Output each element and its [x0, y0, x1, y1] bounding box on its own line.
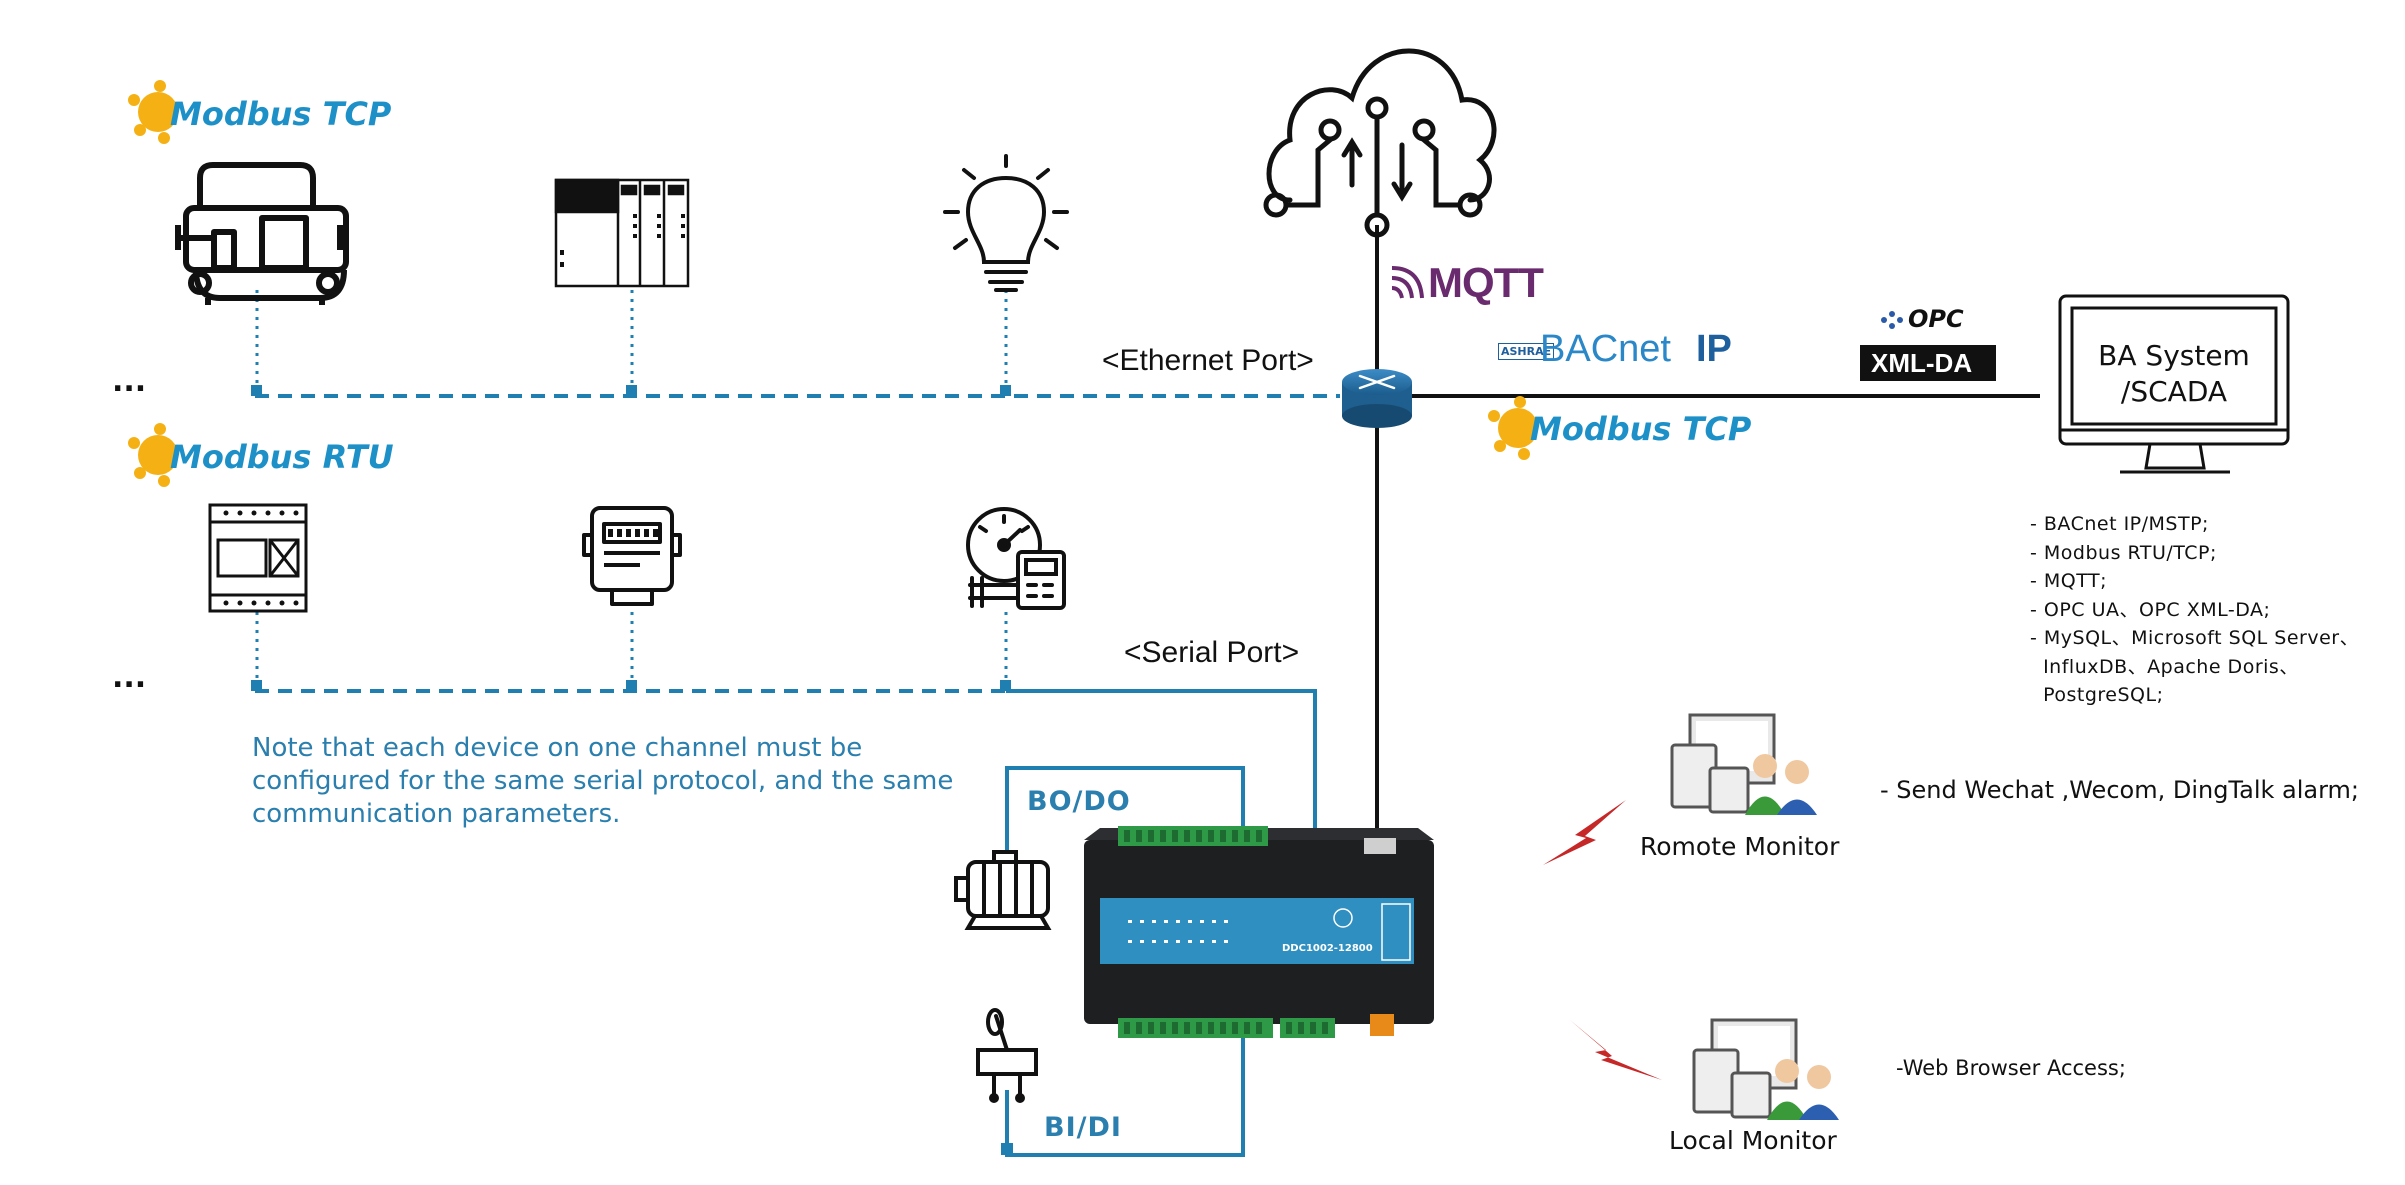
remote-monitor-label: Romote Monitor [1640, 832, 1840, 861]
serial-port-label: <Serial Port> [1124, 636, 1300, 669]
modbus-rtu-logo: Modbus RTU [170, 438, 394, 476]
protocol-item: - OPC UA、OPC XML-DA; [2030, 598, 2271, 621]
energy-meter-icon [582, 506, 682, 606]
protocol-item: - Modbus RTU/TCP; [2030, 541, 2217, 564]
bacnet-ip: IP [1696, 328, 1732, 370]
air-compressor-icon [175, 162, 349, 305]
bo-do-label: BO/DO [1027, 786, 1131, 817]
local-devices-icon [1692, 1018, 1839, 1120]
din-meter-icon [208, 503, 308, 613]
io-wiring [1001, 766, 1245, 1157]
toggle-switch-icon [976, 1008, 1038, 1103]
motor-icon [954, 850, 1052, 930]
light-bulb-icon [943, 154, 1069, 292]
ethernet-more-devices-ellipsis: ... [112, 364, 147, 399]
controller-model-label: DDC1002-12800 [1282, 943, 1373, 954]
bi-di-label: BI/DI [1044, 1112, 1122, 1143]
ddc-controller [1084, 826, 1434, 1038]
protocol-item: - MySQL、Microsoft SQL Server、 [2030, 627, 2360, 649]
modbus-tcp-right-logo: Modbus TCP [1530, 410, 1752, 448]
gauge-controller-icon [966, 507, 1066, 610]
xml-da-logo-text: XML-DA [1871, 348, 1973, 378]
remote-devices-icon [1670, 713, 1817, 815]
ba-system-title: BA System /SCADA [2072, 338, 2276, 410]
local-lightning-icon [1570, 1020, 1662, 1080]
ethernet-bus [251, 290, 1340, 398]
ba-system-line1: BA System [2098, 339, 2250, 372]
cloud-icon [1263, 48, 1497, 238]
remote-alarm-text: - Send Wechat ,Wecom, DingTalk alarm; [1880, 776, 2360, 804]
ethernet-port-label: <Ethernet Port> [1102, 344, 1314, 377]
modbus-rtu-logo-icon [128, 423, 178, 487]
opc-logo-icon [1860, 311, 1996, 381]
modbus-tcp-top-logo-icon [128, 80, 178, 144]
ba-system-monitor-icon [2058, 294, 2290, 474]
opc-logo-text: OPC [1908, 305, 1964, 333]
bacnet-name: BACnet [1540, 328, 1671, 370]
local-monitor-label: Local Monitor [1669, 1126, 1837, 1155]
protocol-item: - BACnet IP/MSTP; [2030, 513, 2209, 535]
modbus-tcp-right-logo-icon [1488, 396, 1538, 460]
supported-protocols-list: - BACnet IP/MSTP; - Modbus RTU/TCP; - MQ… [2030, 510, 2359, 710]
router-icon [1342, 369, 1412, 428]
ashrae-badge: ASHRAE [1498, 343, 1555, 360]
remote-lightning-icon [1543, 800, 1626, 865]
serial-channel-note: Note that each device on one channel mus… [252, 733, 954, 829]
serial-more-devices-ellipsis: ... [112, 660, 147, 695]
plc-icon [554, 178, 690, 288]
protocol-item: InfluxDB、Apache Doris、 [2030, 655, 2299, 678]
ba-system-line2: /SCADA [2120, 375, 2228, 408]
mqtt-logo: MQTT [1428, 259, 1544, 306]
serial-bus [251, 612, 1317, 845]
modbus-tcp-top-logo: Modbus TCP [170, 95, 392, 133]
protocol-item: - MQTT; [2030, 570, 2108, 592]
protocol-item: PostgreSQL; [2030, 684, 2164, 706]
mqtt-waves-icon [1391, 266, 1424, 299]
backbone-lines [1375, 225, 2040, 845]
local-access-text: -Web Browser Access; [1896, 1056, 2126, 1080]
